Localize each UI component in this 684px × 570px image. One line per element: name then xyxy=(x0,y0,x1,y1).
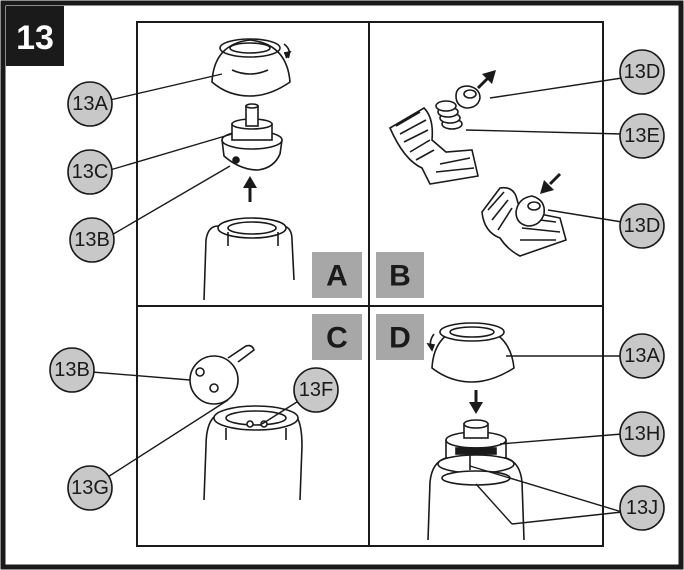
svg-text:13C: 13C xyxy=(72,161,109,183)
svg-text:13G: 13G xyxy=(71,477,109,499)
svg-text:13A: 13A xyxy=(624,345,660,367)
leader-b-13D-top xyxy=(489,77,623,99)
svg-text:A: A xyxy=(326,260,348,293)
leader-a-13C xyxy=(109,133,233,171)
svg-text:D: D xyxy=(389,322,411,355)
leader-b-13D-bottom xyxy=(547,209,623,223)
svg-text:B: B xyxy=(389,260,411,293)
leader-c-13B xyxy=(91,371,191,381)
hand-illustration-bottom xyxy=(481,186,567,257)
leader-c-13F xyxy=(261,399,301,425)
leader-a-13A xyxy=(109,73,223,101)
svg-text:13B: 13B xyxy=(74,229,110,251)
up-arrow-b xyxy=(476,70,496,90)
callout-b-13E: 13E xyxy=(619,113,665,159)
down-arrow-d xyxy=(469,390,483,414)
leader-d-13H xyxy=(499,433,623,445)
callout-b-13D-top: 13D xyxy=(619,49,665,95)
leader-d-13J-1 xyxy=(469,465,623,513)
valve-illustration xyxy=(221,103,283,171)
svg-text:13F: 13F xyxy=(299,379,333,401)
callout-d-13A: 13A xyxy=(619,333,665,379)
panel-label-c: C xyxy=(312,314,362,360)
bottle-neck-d xyxy=(427,454,525,541)
step-number-box xyxy=(6,6,64,66)
callout-c-13F: 13F xyxy=(293,367,339,413)
svg-text:13A: 13A xyxy=(72,93,108,115)
seal-cap-illustration xyxy=(455,85,481,109)
valve-assembled-d xyxy=(445,419,507,459)
callout-a-13B: 13B xyxy=(69,217,115,263)
leader-b-13E xyxy=(465,129,623,135)
callout-d-13H: 13H xyxy=(619,411,665,457)
callout-a-13C: 13C xyxy=(67,149,113,195)
hand-illustration-top xyxy=(388,106,479,185)
svg-text:13H: 13H xyxy=(624,423,661,445)
cap-dome-illustration-d xyxy=(426,322,515,383)
callout-a-13A: 13A xyxy=(67,81,113,127)
panel-label-d: D xyxy=(376,314,424,360)
callout-d-13J: 13J xyxy=(619,485,665,531)
callout-c-13B: 13B xyxy=(49,347,95,393)
leader-d-13J-2 xyxy=(475,483,513,525)
callout-c-13G: 13G xyxy=(67,465,113,511)
leader-d-13J-3 xyxy=(511,511,623,525)
svg-text:13E: 13E xyxy=(624,125,660,147)
cap-dome-illustration xyxy=(211,38,292,97)
bottle-neck-a xyxy=(203,217,295,301)
callout-b-13D-bottom: 13D xyxy=(619,203,665,249)
panel-label-a: A xyxy=(312,252,362,298)
leader-a-13B xyxy=(109,165,231,237)
bottle-neck-c xyxy=(203,405,303,501)
leader-c-13G xyxy=(99,399,229,483)
spring-illustration xyxy=(435,100,463,130)
up-arrow-a xyxy=(243,176,257,202)
svg-text:13B: 13B xyxy=(54,359,90,381)
step-number: 13 xyxy=(16,19,54,57)
ball-valve-illustration xyxy=(189,344,255,405)
svg-text:13D: 13D xyxy=(624,61,661,83)
panel-label-b: B xyxy=(376,252,424,298)
svg-text:C: C xyxy=(326,322,348,355)
down-arrow-b xyxy=(540,172,562,194)
svg-text:13D: 13D xyxy=(624,215,661,237)
svg-text:13J: 13J xyxy=(626,497,658,519)
